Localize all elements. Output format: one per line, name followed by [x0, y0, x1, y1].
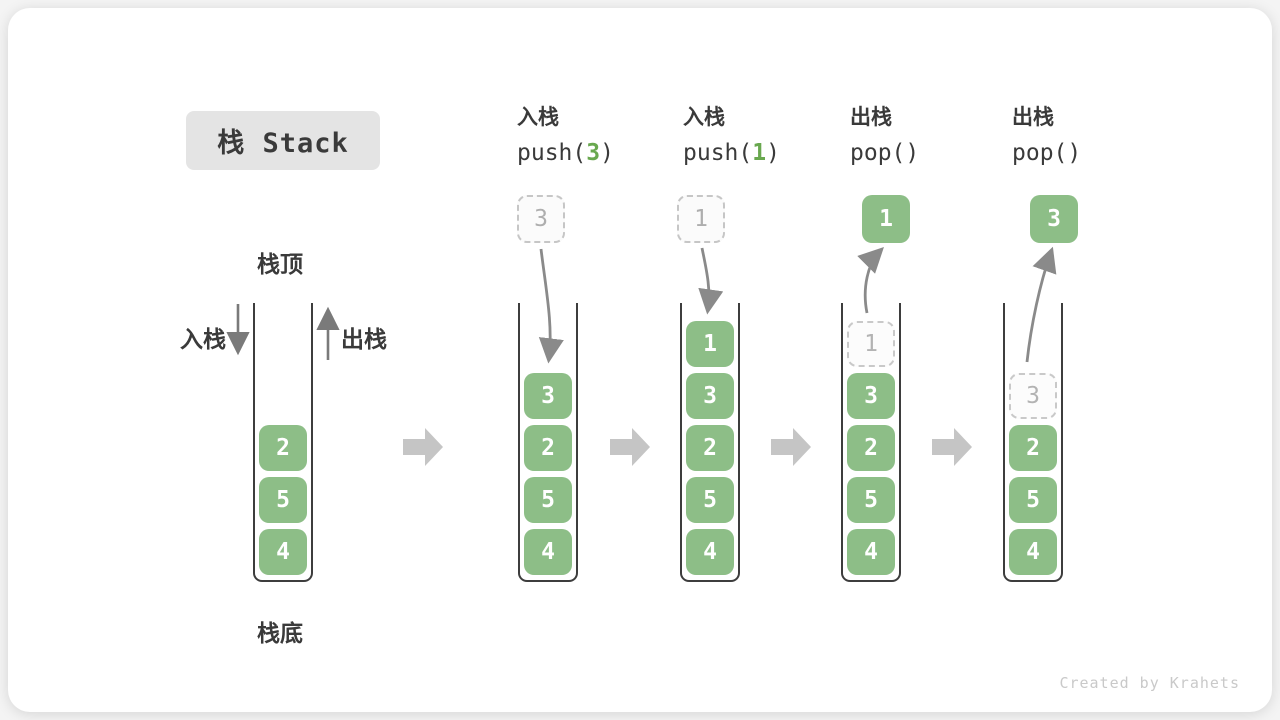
floating-value-push-3: 3 [517, 195, 565, 243]
stack-bottom-label: 栈底 [257, 620, 303, 646]
op-cn-text: 出栈 [1012, 106, 1054, 129]
op-cn-text: 出栈 [850, 106, 892, 129]
stack-cell: 4 [524, 529, 572, 575]
floating-value-pop-1: 1 [862, 195, 910, 243]
code-pre: pop( [1012, 140, 1068, 166]
stack-cell: 2 [686, 425, 734, 471]
title-box: 栈 Stack [186, 111, 380, 170]
code-pre: push( [683, 140, 753, 166]
stack-cell: 5 [847, 477, 895, 523]
op-label-pop-1: 出栈 pop() [850, 107, 919, 165]
watermark: Created by Krahets [1059, 674, 1240, 692]
op-code-text: push(1) [683, 142, 780, 165]
stack-container-push-3: 3 2 5 4 [518, 303, 578, 582]
stack-top-label: 栈顶 [257, 251, 303, 277]
code-post: ) [766, 140, 780, 166]
stack-container-pop-1: 1 3 2 5 4 [841, 303, 901, 582]
stack-cell: 5 [1009, 477, 1057, 523]
stack-container-push-1: 1 3 2 5 4 [680, 303, 740, 582]
stack-cell: 2 [847, 425, 895, 471]
stack-cell: 5 [259, 477, 307, 523]
stack-container-initial: 2 5 4 [253, 303, 313, 582]
stack-cell-ghost: 3 [1009, 373, 1057, 419]
pop-side-label: 出栈 [341, 326, 387, 352]
stack-cell: 3 [524, 373, 572, 419]
stack-cell: 4 [1009, 529, 1057, 575]
stack-cell: 4 [847, 529, 895, 575]
op-cn-text: 入栈 [683, 106, 725, 129]
push-side-label: 入栈 [180, 326, 226, 352]
op-code-text: pop() [850, 142, 919, 165]
stack-cell: 3 [686, 373, 734, 419]
stack-cell: 4 [259, 529, 307, 575]
code-post: ) [905, 140, 920, 166]
op-code-text: push(3) [517, 142, 614, 165]
stack-cell: 2 [1009, 425, 1057, 471]
stack-cell: 5 [686, 477, 734, 523]
stack-cell-ghost: 1 [847, 321, 895, 367]
code-arg: 3 [586, 140, 601, 166]
code-pre: pop( [850, 140, 906, 166]
code-pre: push( [517, 140, 587, 166]
page-title: 栈 Stack [217, 128, 349, 159]
op-label-push-3: 入栈 push(3) [517, 107, 614, 165]
stack-cell: 2 [259, 425, 307, 471]
op-cn-text: 入栈 [517, 106, 559, 129]
stack-container-pop-3: 3 2 5 4 [1003, 303, 1063, 582]
stack-cell: 4 [686, 529, 734, 575]
stack-cell: 3 [847, 373, 895, 419]
stack-cell: 2 [524, 425, 572, 471]
op-code-text: pop() [1012, 142, 1081, 165]
code-arg: 1 [752, 140, 767, 166]
code-post: ) [1067, 140, 1082, 166]
floating-value-pop-3: 3 [1030, 195, 1078, 243]
op-label-push-1: 入栈 push(1) [683, 107, 780, 165]
op-label-pop-3: 出栈 pop() [1012, 107, 1081, 165]
stack-cell: 5 [524, 477, 572, 523]
code-post: ) [600, 140, 614, 166]
stack-cell: 1 [686, 321, 734, 367]
floating-value-push-1: 1 [677, 195, 725, 243]
